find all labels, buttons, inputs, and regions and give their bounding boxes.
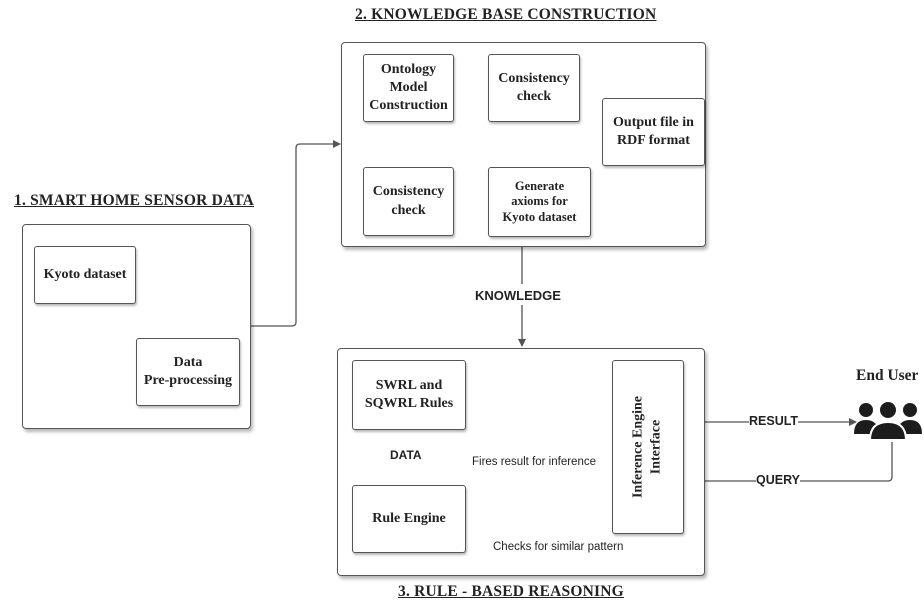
node-consistency-check-upper: Consistency check bbox=[488, 54, 580, 122]
node-generate-axioms: Generate axioms for Kyoto dataset bbox=[488, 167, 591, 237]
label-knowledge: KNOWLEDGE bbox=[475, 288, 561, 303]
arrow-query bbox=[685, 442, 893, 485]
section-title-knowledge-base: 2. KNOWLEDGE BASE CONSTRUCTION bbox=[355, 6, 657, 23]
node-output-rdf: Output file in RDF format bbox=[602, 98, 705, 166]
inference-engine-label: Inference Engine Interface bbox=[630, 396, 664, 499]
label-checks-pattern: Checks for similar pattern bbox=[493, 541, 624, 553]
section-title-rule-reasoning: 3. RULE - BASED REASONING bbox=[398, 583, 624, 600]
label-result: RESULT bbox=[749, 414, 799, 428]
end-user-label: End User bbox=[856, 367, 919, 384]
node-ontology-model: Ontology Model Construction bbox=[363, 54, 454, 122]
label-fires-result: Fires result for inference bbox=[472, 456, 596, 468]
label-query: QUERY bbox=[756, 473, 800, 487]
node-swrl-rules: SWRL and SQWRL Rules bbox=[352, 360, 466, 430]
node-rule-engine: Rule Engine bbox=[352, 485, 466, 553]
node-consistency-check-lower: Consistency check bbox=[363, 167, 454, 236]
users-group-icon bbox=[854, 400, 922, 441]
section-title-sensor-data: 1. SMART HOME SENSOR DATA bbox=[14, 192, 254, 209]
label-data: DATA bbox=[390, 448, 422, 462]
arrow-sensor-to-kb bbox=[250, 140, 341, 327]
node-inference-engine bbox=[612, 360, 684, 534]
node-data-preprocessing: Data Pre-processing bbox=[136, 338, 240, 406]
inference-engine-label-wrap: Inference Engine Interface bbox=[611, 360, 683, 534]
node-kyoto-dataset: Kyoto dataset bbox=[34, 246, 136, 304]
